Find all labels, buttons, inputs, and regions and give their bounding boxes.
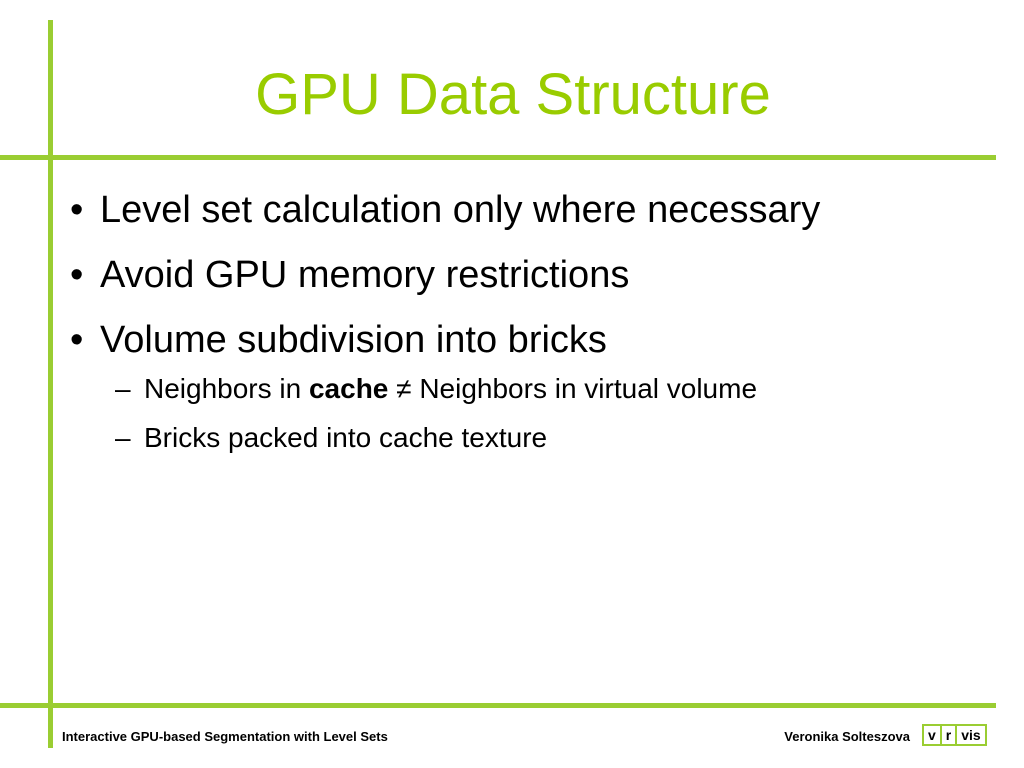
logo-letter: vis (961, 727, 981, 743)
left-vertical-rule (48, 20, 53, 748)
bullet-text: Volume subdivision into bricks (100, 319, 607, 361)
bullet-item: • Volume subdivision into bricks (58, 318, 1008, 362)
bullet-text: Avoid GPU memory restrictions (100, 254, 630, 296)
logo-letter: v (924, 726, 942, 744)
bullet-item: • Level set calculation only where neces… (58, 188, 1008, 232)
footer-presentation-title: Interactive GPU-based Segmentation with … (62, 729, 388, 744)
sub-bullet-bold-term: cache (308, 373, 389, 404)
footer-author: Veronika Solteszova (784, 729, 910, 744)
sub-bullet-text-after: ≠ Neighbors in virtual volume (388, 373, 758, 404)
bullet-item: • Avoid GPU memory restrictions (58, 253, 1008, 297)
bullet-marker: • (70, 319, 84, 361)
logo-letter: r (942, 726, 958, 744)
sub-bullet-item: – Neighbors in cache ≠ Neighbors in virt… (58, 372, 1008, 406)
sub-bullet-marker: – (115, 373, 131, 404)
title-divider-rule (0, 155, 996, 160)
sub-bullet-text-before: Neighbors in (144, 373, 309, 404)
vrvis-logo: v r vis (922, 724, 987, 746)
bullet-marker: • (70, 189, 84, 231)
bullet-marker: • (70, 254, 84, 296)
slide-title: GPU Data Structure (255, 62, 771, 127)
sub-bullet-text: Bricks packed into cache texture (144, 422, 548, 453)
sub-bullet-item: – Bricks packed into cache texture (58, 421, 1008, 455)
sub-bullet-marker: – (115, 422, 131, 453)
bullet-text: Level set calculation only where necessa… (100, 189, 821, 231)
footer-divider-rule (0, 703, 996, 708)
slide-body: • Level set calculation only where neces… (58, 188, 1008, 470)
